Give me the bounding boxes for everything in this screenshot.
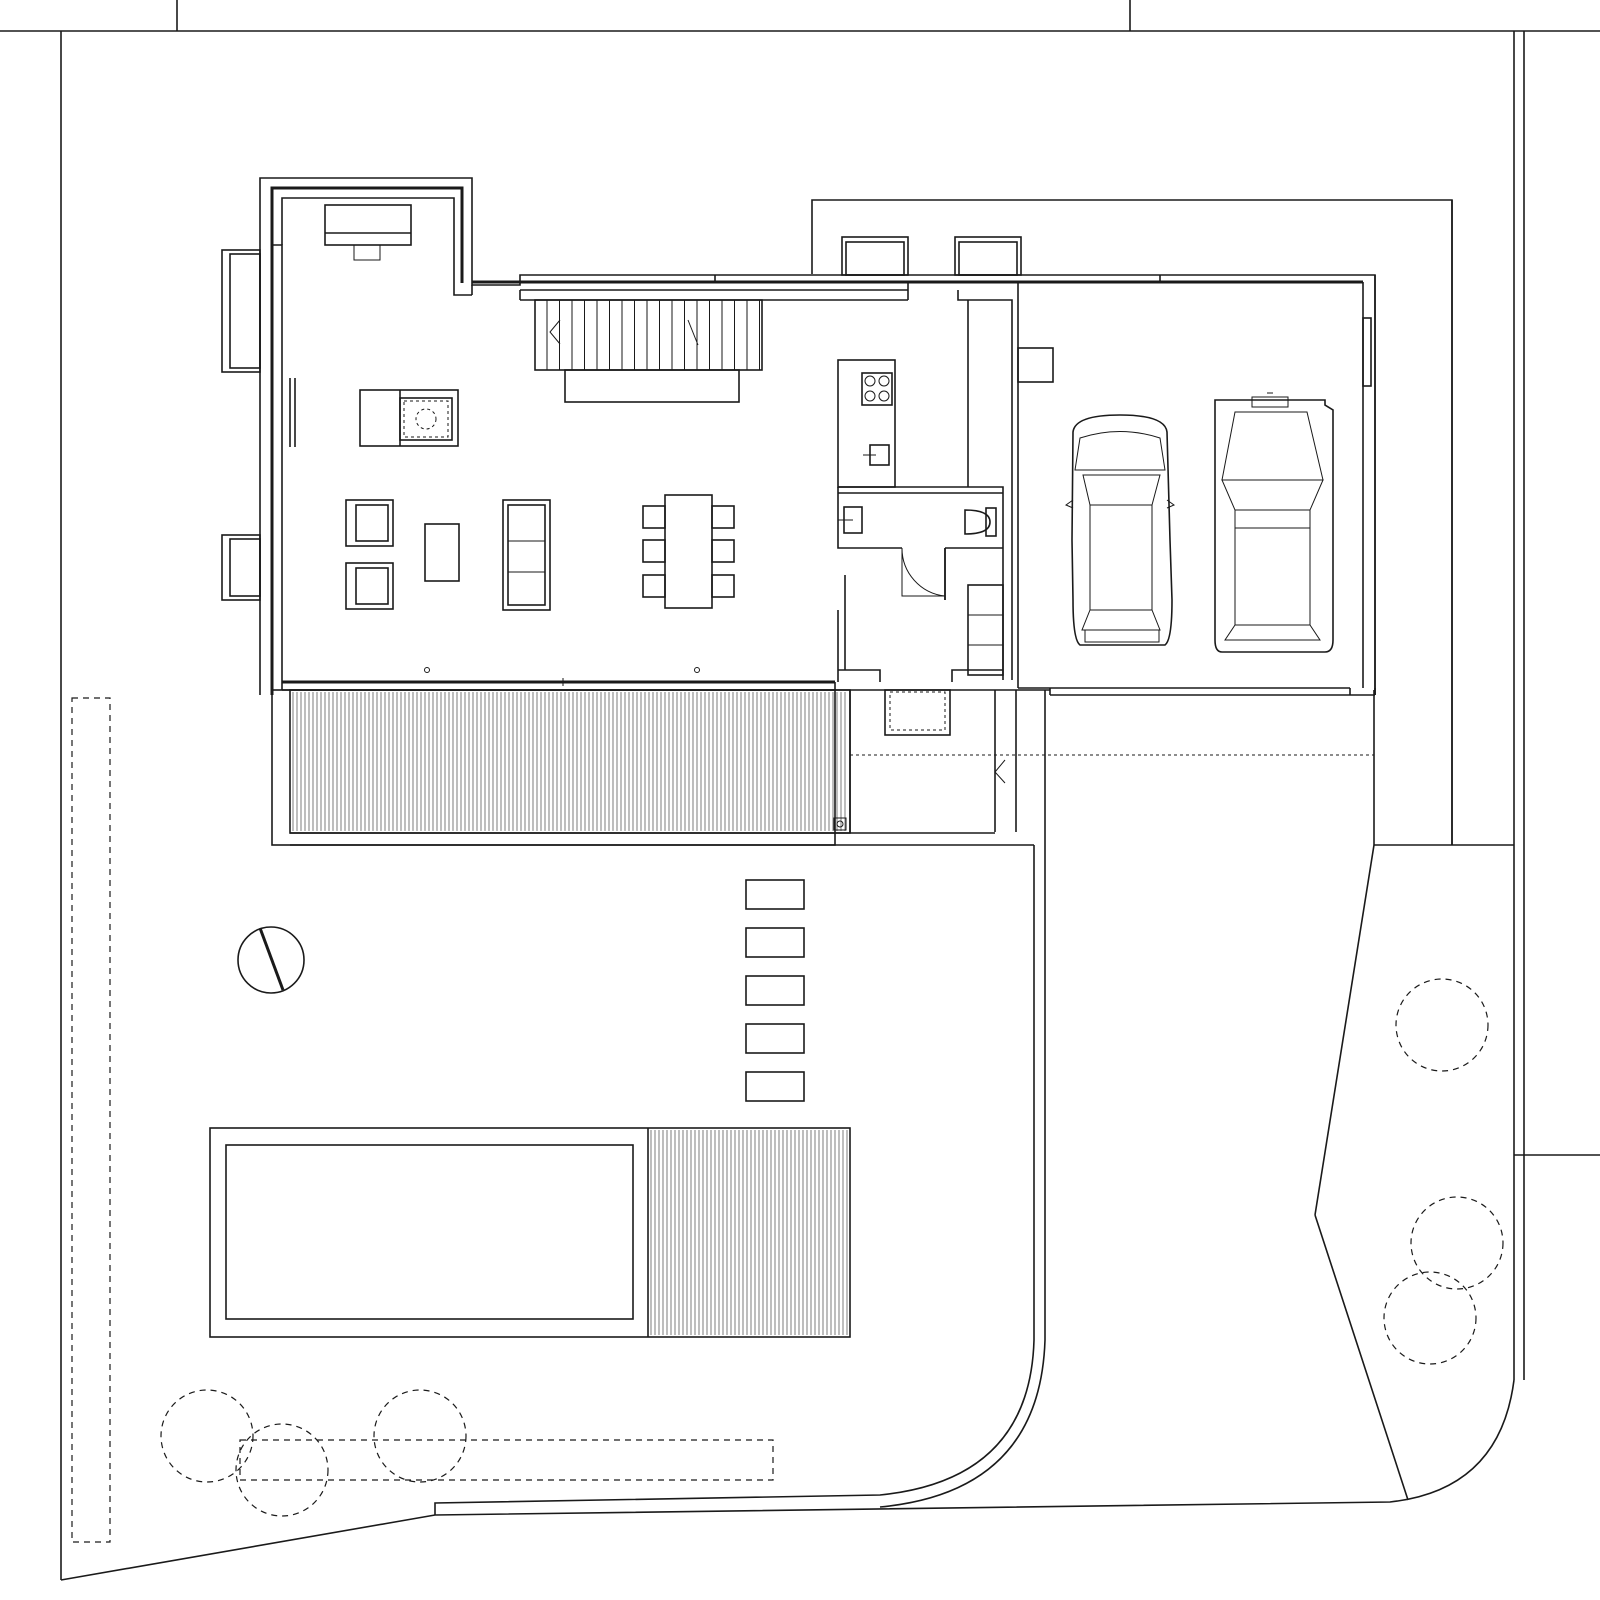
armchair-bottom: [345, 562, 394, 610]
hedge-bottom: [239, 1439, 774, 1481]
coffee-table: [424, 523, 460, 582]
stepping-stones: [745, 879, 805, 1102]
staircase: [534, 299, 763, 403]
windows: [221, 236, 1372, 601]
swimming-pool: [209, 1127, 851, 1338]
hedge-left: [71, 697, 111, 1543]
garage-forecourt-wall: [811, 199, 1453, 845]
sofa: [502, 499, 551, 611]
car-right: [1214, 392, 1334, 653]
armchair-top: [345, 499, 394, 547]
kitchen-island: [837, 359, 896, 488]
house-walls: [259, 177, 1376, 696]
driveway: [434, 690, 1409, 1515]
garage-utility-box: [1017, 347, 1054, 383]
stove-fireplace: [359, 389, 459, 447]
bed: [324, 204, 412, 261]
shrubs: [160, 978, 1504, 1517]
tree-symbol: [237, 926, 305, 994]
wc-room: [837, 486, 1004, 736]
dining-table: [642, 494, 735, 609]
terrace-decking: [271, 689, 1034, 846]
car-left: [1064, 414, 1176, 646]
